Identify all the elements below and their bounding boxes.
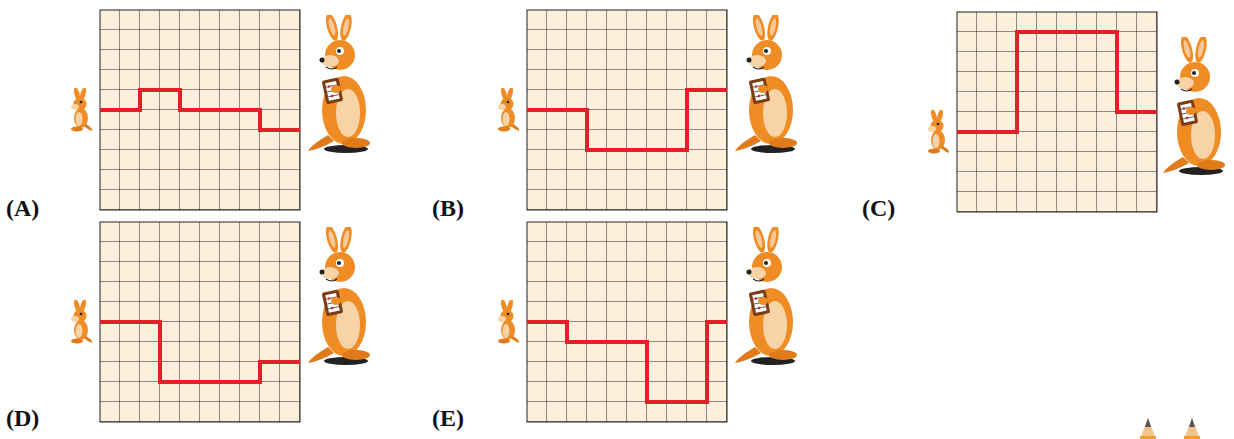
pencils	[1140, 418, 1200, 439]
panel-a	[71, 10, 370, 210]
option-label: (D)	[6, 404, 39, 433]
panel-b	[498, 10, 797, 210]
option-label: (C)	[862, 194, 895, 223]
option-label: (A)	[6, 194, 39, 223]
panel-e	[498, 222, 797, 422]
panel-d	[71, 222, 370, 422]
panel-c	[928, 12, 1225, 212]
option-label: (E)	[432, 404, 464, 433]
option-label: (B)	[432, 194, 464, 223]
